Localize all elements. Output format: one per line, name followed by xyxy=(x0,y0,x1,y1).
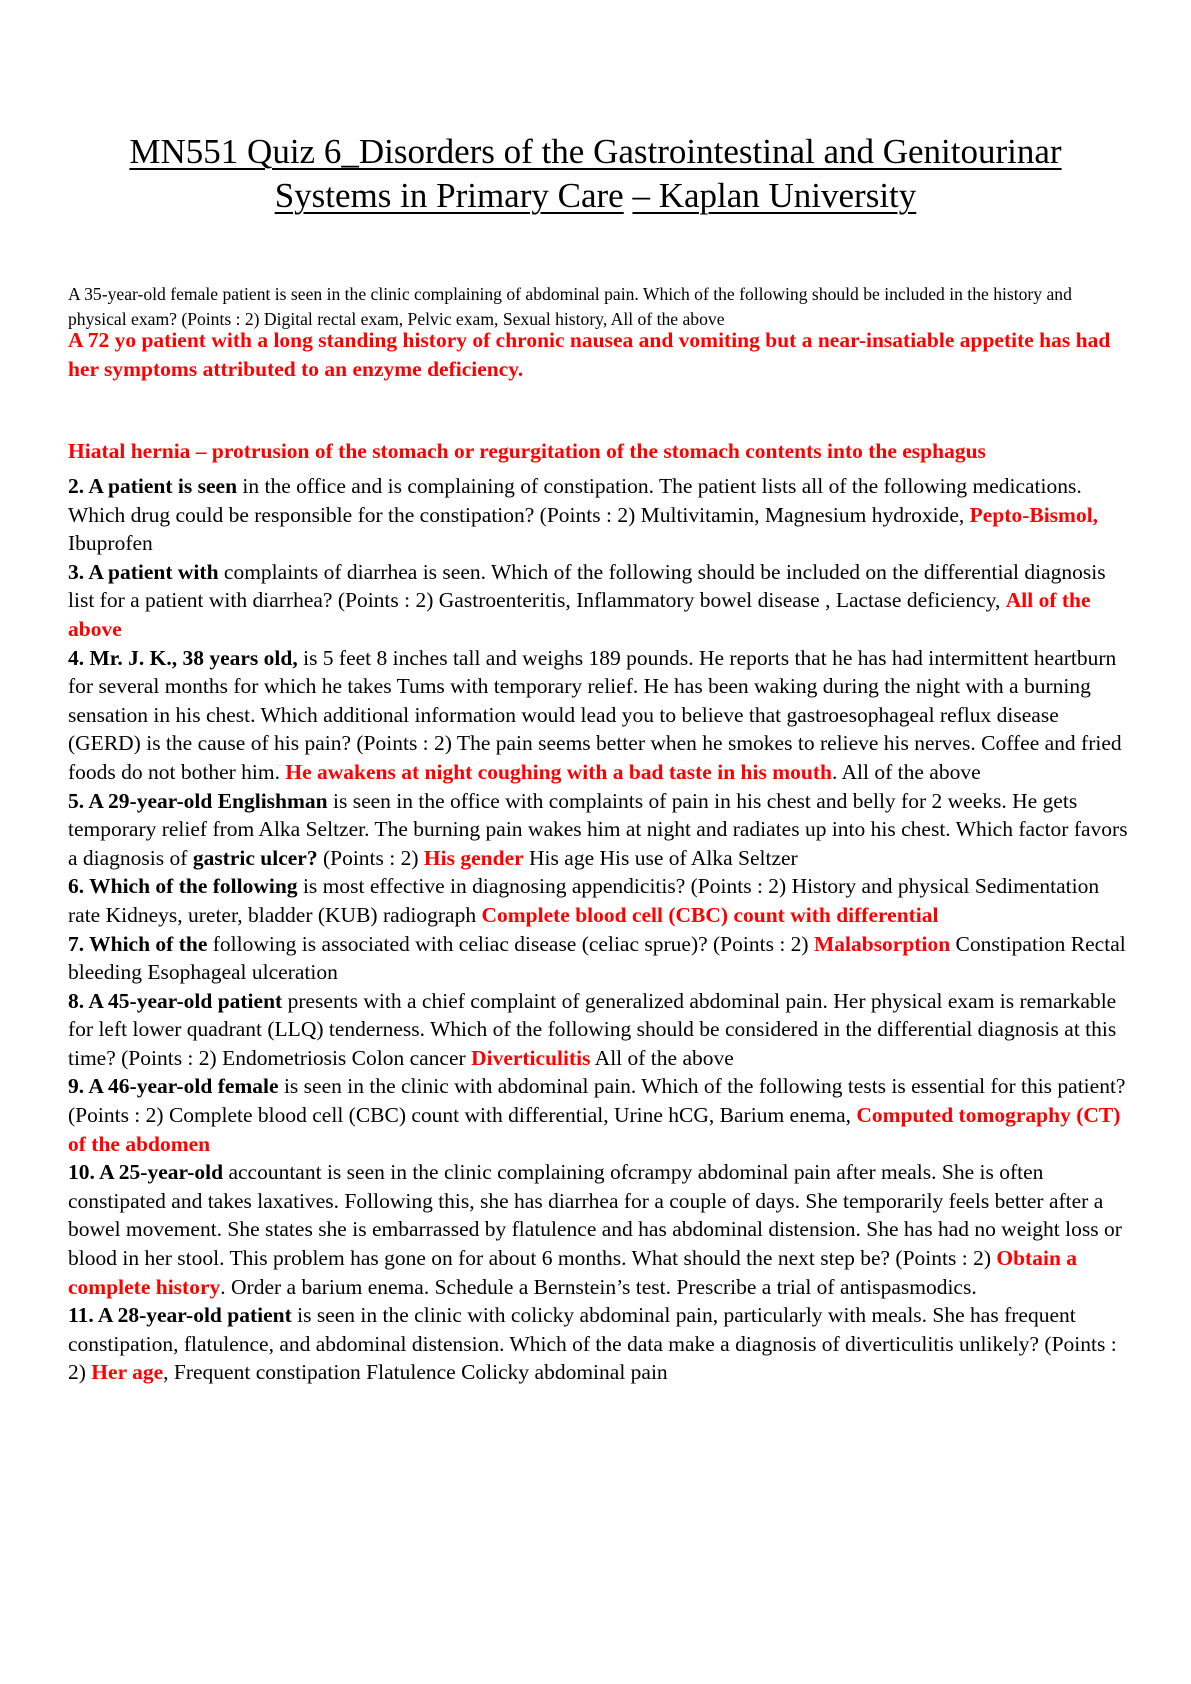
q2-text-2: Ibuprofen xyxy=(68,531,153,556)
question-5: 5. A 29-year-old Englishman is seen in t… xyxy=(68,787,1128,873)
q10-text-2: . Order a barium enema. Schedule a Berns… xyxy=(220,1274,977,1299)
q9-lead: 9. A 46-year-old female xyxy=(68,1074,279,1099)
q3-text: complaints of diarrhea is seen. Which of… xyxy=(68,559,1106,613)
q7-text-2: Constipation Rectal bleeding Esophageal … xyxy=(68,931,1126,985)
q11-answer: Her age xyxy=(91,1360,164,1385)
question-11: 11. A 28-year-old patient is seen in the… xyxy=(68,1301,1128,1387)
question-8: 8. A 45-year-old patient presents with a… xyxy=(68,987,1128,1073)
document-title: MN551 Quiz 6_Disorders of the Gastrointe… xyxy=(60,130,1131,218)
q9-text: is seen in the clinic with abdominal pai… xyxy=(68,1074,1126,1128)
q7-text: following is associated with celiac dise… xyxy=(207,931,814,956)
q8-lead: 8. A 45-year-old patient xyxy=(68,988,283,1013)
q6-lead: 6. Which of the following xyxy=(68,874,298,899)
q9-answer: Computed tomography (CT) of the abdomen xyxy=(68,1103,1121,1156)
q10-answer: Obtain a complete history xyxy=(68,1246,1078,1299)
q5-answer: His gender xyxy=(423,845,524,870)
q7-answer: Malabsorption xyxy=(813,931,951,956)
highlight-paragraph: A 72 yo patient with a long standing his… xyxy=(68,328,1111,381)
question-10: 10. A 25-year-old accountant is seen in … xyxy=(68,1158,1128,1301)
q5-lead: 5. A 29-year-old Englishman xyxy=(68,788,328,813)
question-4: 4. Mr. J. K., 38 years old, is 5 feet 8 … xyxy=(68,644,1128,787)
q5-text: is seen in the office with complaints of… xyxy=(68,788,1128,870)
q2-answer: Pepto-Bismol, xyxy=(969,502,1099,527)
question-3: 3. A patient with complaints of diarrhea… xyxy=(68,558,1128,644)
q3-answer: All of the above xyxy=(68,588,1091,641)
intro-question: A 35-year-old female patient is seen in … xyxy=(68,284,1072,329)
q4-lead: 4. Mr. J. K., 38 years old, xyxy=(68,645,298,670)
q6-answer: Complete blood cell (CBC) count with dif… xyxy=(481,902,939,927)
q2-text: in the office and is complaining of cons… xyxy=(68,474,1082,527)
q3-lead: 3. A patient with xyxy=(68,559,219,584)
q6-text: is most effective in diagnosing appendic… xyxy=(68,874,1100,927)
question-list: 2. A patient is seen in the office and i… xyxy=(68,472,1128,1387)
question-6: 6. Which of the following is most effect… xyxy=(68,872,1128,929)
title-line-2a: Systems in Primary Care xyxy=(274,176,624,215)
title-line-2c: – Kaplan University xyxy=(632,176,917,215)
q8-text: presents with a chief complaint of gener… xyxy=(68,988,1117,1070)
q11-text: is seen in the clinic with colicky abdom… xyxy=(68,1303,1117,1385)
q5-bold-term: gastric ulcer? xyxy=(192,845,318,870)
q7-lead: 7. Which of the xyxy=(68,931,208,956)
question-7: 7. Which of the following is associated … xyxy=(68,930,1128,987)
title-line-1: MN551 Quiz 6_Disorders of the Gastrointe… xyxy=(129,132,1062,171)
q4-answer: He awakens at night coughing with a bad … xyxy=(285,759,832,784)
q10-lead: 10. A 25-year-old xyxy=(68,1160,224,1185)
hiatal-hernia-line: Hiatal hernia – protrusion of the stomac… xyxy=(68,439,986,463)
question-2: 2. A patient is seen in the office and i… xyxy=(68,472,1128,558)
q11-text-2: , Frequent constipation Flatulence Colic… xyxy=(163,1360,668,1385)
q10-text: accountant is seen in the clinic complai… xyxy=(68,1160,1122,1271)
q5-text-2: (Points : 2) xyxy=(317,845,424,870)
q5-text-3: His age His use of Alka Seltzer xyxy=(523,845,798,870)
q2-lead: 2. A patient is seen xyxy=(68,474,238,498)
q8-text-2: All of the above xyxy=(590,1045,734,1070)
q4-text-2: . All of the above xyxy=(831,759,981,784)
question-9: 9. A 46-year-old female is seen in the c… xyxy=(68,1072,1128,1158)
q4-text: is 5 feet 8 inches tall and weighs 189 p… xyxy=(68,645,1122,784)
q11-lead: 11. A 28-year-old patient xyxy=(68,1303,292,1328)
q8-answer: Diverticulitis xyxy=(471,1045,591,1070)
